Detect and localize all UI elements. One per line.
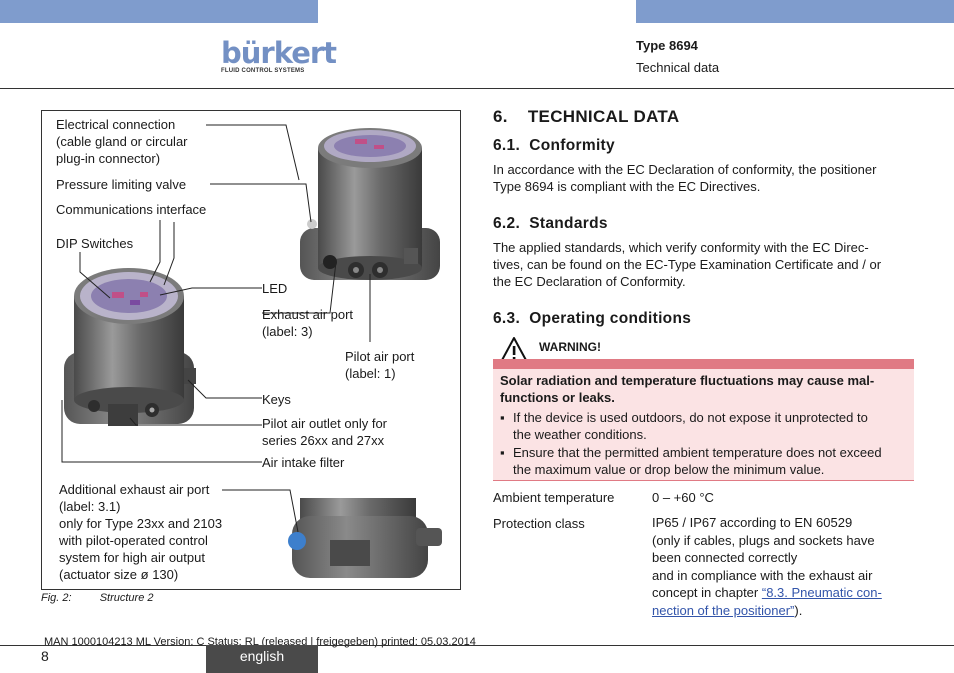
- label-pilot-air-outlet: Pilot air outlet only for series 26xx an…: [262, 416, 388, 448]
- conformity-heading: 6.1. Conformity: [493, 137, 615, 154]
- bullet-icon: ▪: [500, 410, 505, 425]
- operating-heading: 6.3. Operating conditions: [493, 310, 692, 327]
- header-divider: [0, 88, 954, 89]
- brand-name: bürkert: [221, 36, 337, 70]
- device-view-front: [300, 128, 440, 280]
- label-communications-interface: Communications interface: [56, 202, 207, 217]
- standards-text: The applied standards, which verify conf…: [493, 240, 882, 289]
- label-exhaust-air-port: Exhaust air port (label: 3): [262, 307, 354, 339]
- figure-caption-text: Structure 2: [99, 592, 154, 604]
- label-air-intake-filter: Air intake filter: [262, 455, 345, 470]
- brand-tagline: FLUID CONTROL SYSTEMS: [221, 68, 305, 74]
- label-additional-exhaust-port: Additional exhaust air port (label: 3.1)…: [59, 482, 223, 582]
- header-bar-right: [636, 0, 954, 23]
- device-view-rear: [64, 268, 196, 426]
- section-title: 6. TECHNICAL DATA: [493, 107, 680, 126]
- label-led: LED: [262, 281, 288, 296]
- warning-bullet-text: If the device is used outdoors, do not e…: [513, 410, 868, 442]
- protection-class-key: Protection class: [493, 516, 585, 531]
- label-pilot-air-port: Pilot air port (label: 1): [345, 349, 415, 381]
- warning-box: Solar radiation and temperature fluctuat…: [493, 369, 914, 481]
- warning-headline: Solar radiation and temperature fluctuat…: [500, 373, 875, 405]
- chapter-link-part1: “8.3. Pneumatic con-: [761, 585, 882, 600]
- protection-class-tail: ).: [794, 602, 803, 618]
- ambient-temperature-value: 0 – +60 °C: [652, 490, 714, 505]
- page-number: 8: [41, 648, 49, 664]
- warning-bar: [493, 359, 914, 369]
- chapter-link-part2: nection of the positioner”: [652, 602, 795, 618]
- footer-divider: [0, 645, 954, 646]
- chapter-link[interactable]: “8.3. Pneumatic con- nection of the posi…: [652, 585, 882, 618]
- warning-label: WARNING!: [539, 340, 601, 354]
- protection-class-text: IP65 / IP67 according to EN 60529 (only …: [652, 515, 875, 600]
- language-tab: english: [206, 645, 318, 673]
- figure-caption-number: Fig. 2:: [41, 592, 72, 604]
- protection-class-value: IP65 / IP67 according to EN 60529 (only …: [652, 514, 914, 619]
- label-keys: Keys: [262, 392, 291, 407]
- label-electrical-connection: Electrical connection (cable gland or ci…: [56, 117, 188, 166]
- label-pressure-limiting-valve: Pressure limiting valve: [56, 177, 187, 192]
- conformity-text: In accordance with the EC Declaration of…: [493, 162, 877, 194]
- label-dip-switches: DIP Switches: [56, 236, 134, 251]
- figure-frame: [41, 110, 461, 590]
- brand-logo: bürkert FLUID CONTROL SYSTEMS: [221, 36, 337, 75]
- bullet-icon: ▪: [500, 445, 505, 460]
- leader-lines: [61, 124, 371, 533]
- figure-caption: Fig. 2: Structure 2: [41, 592, 154, 604]
- device-view-bottom: [288, 498, 442, 578]
- doc-subtitle: Technical data: [636, 60, 720, 75]
- standards-heading: 6.2. Standards: [493, 215, 608, 232]
- ambient-temperature-key: Ambient temperature: [493, 490, 615, 505]
- doc-type: Type 8694: [636, 38, 698, 53]
- header-bar-left: [0, 0, 318, 23]
- warning-bullet-text: Ensure that the permitted ambient temper…: [513, 445, 882, 477]
